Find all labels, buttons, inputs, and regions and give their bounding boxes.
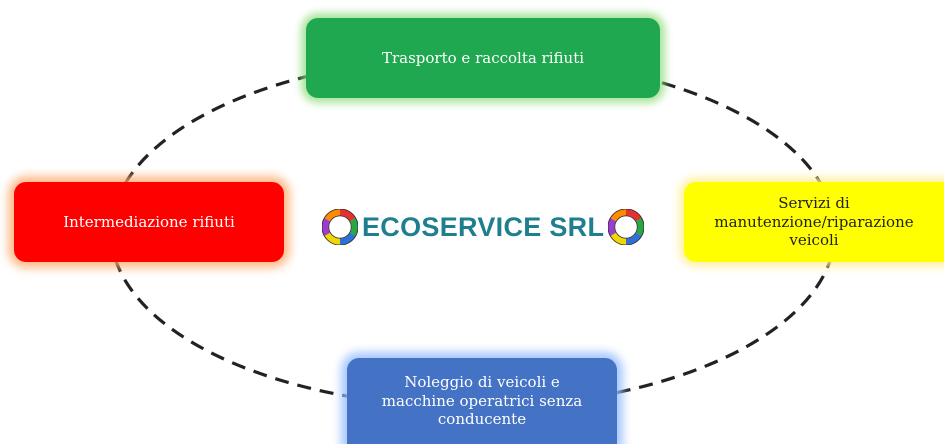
recycle-circle-icon [608, 209, 645, 245]
service-label-waste-brokerage: Intermediazione rifiuti [63, 212, 235, 231]
company-name: ECOSERVICE SRL [362, 211, 605, 242]
service-box-vehicle-maintenance: Servizi di manutenzione/riparazione veic… [684, 182, 944, 262]
service-box-waste-brokerage: Intermediazione rifiuti [14, 182, 284, 262]
service-box-vehicle-rental: Noleggio di veicoli e macchine operatric… [347, 358, 617, 444]
service-box-waste-transport: Trasporto e raccolta rifiuti [306, 18, 660, 98]
service-label-waste-transport: Trasporto e raccolta rifiuti [381, 48, 585, 67]
service-label-vehicle-maintenance: Servizi di manutenzione/riparazione veic… [714, 193, 914, 250]
company-brand: ECOSERVICE SRL [322, 205, 645, 249]
recycle-circle-icon [322, 209, 358, 245]
service-label-vehicle-rental: Noleggio di veicoli e macchine operatric… [381, 372, 583, 429]
